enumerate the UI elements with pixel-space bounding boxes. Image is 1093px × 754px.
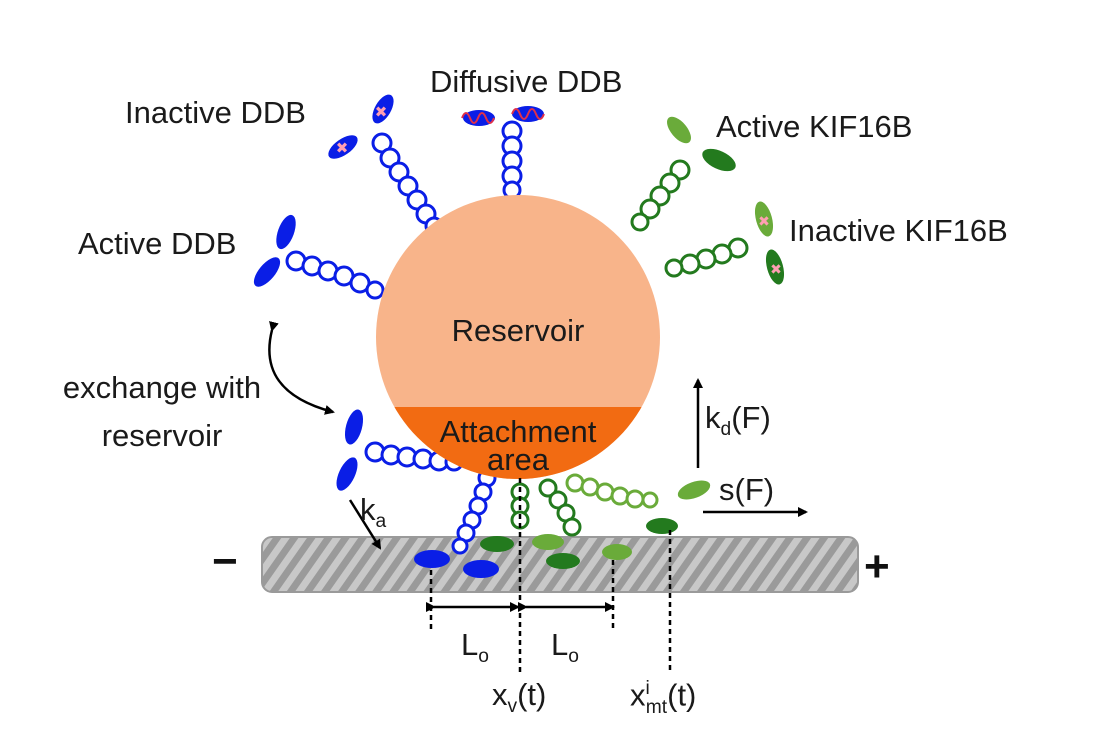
label-exchange-reservoir: reservoir [101,418,223,453]
label-exchange: exchange with [62,370,262,405]
motor-heads: ✖ ✖ ✖ ✖ [253,94,785,578]
label-lo-left-sub: o [478,646,489,668]
stalk-bound-kif-2 [538,478,582,537]
svg-text:✖: ✖ [770,262,782,278]
minus-end-sign: − [212,537,238,586]
label-xmt-sup: i [645,678,650,699]
label-ka: ka [360,492,387,533]
label-inactive-kif16b: Inactive KIF16B [789,213,1008,248]
label-lo-right-sub: o [568,646,579,668]
label-xmt-sub: mt [645,696,668,718]
label-lo-right: Lo [551,627,579,668]
annotations [268,321,808,672]
svg-text:✖: ✖ [375,103,388,121]
stalk-diffusive-ddb [501,120,523,200]
label-active-ddb: Active DDB [78,226,237,261]
exchange-arrow [268,321,335,415]
label-kd-sub: d [720,419,732,441]
stalk-bound-ddb [451,468,497,555]
svg-text:✖: ✖ [758,214,770,230]
label-inactive-ddb: Inactive DDB [125,95,306,130]
label-ka-sub: a [375,511,387,533]
stalk-inactive-kif16b [664,237,749,278]
stalk-active-kif16b [630,159,691,232]
label-xv-sub: v [507,696,518,718]
svg-text:✖: ✖ [336,139,349,157]
label-reservoir: Reservoir [451,313,585,348]
stalk-inactive-ddb [371,132,444,236]
label-xv: xv(t) [492,677,547,718]
label-active-kif16b: Active KIF16B [716,109,913,144]
plus-end-sign: + [864,542,890,591]
stalk-active-ddb [285,250,385,300]
label-sf: s(F) [719,472,775,507]
stalk-bound-kif-3 [565,473,659,509]
label-xmt: ximt(t) [630,677,697,718]
ka-arrow [348,499,382,550]
label-diffusive-ddb: Diffusive DDB [430,64,623,99]
label-lo-left: Lo [461,627,489,668]
label-kd: kd(F) [705,400,771,441]
label-attachment-area: area [486,442,550,477]
label-attachment: Attachment [439,414,597,449]
